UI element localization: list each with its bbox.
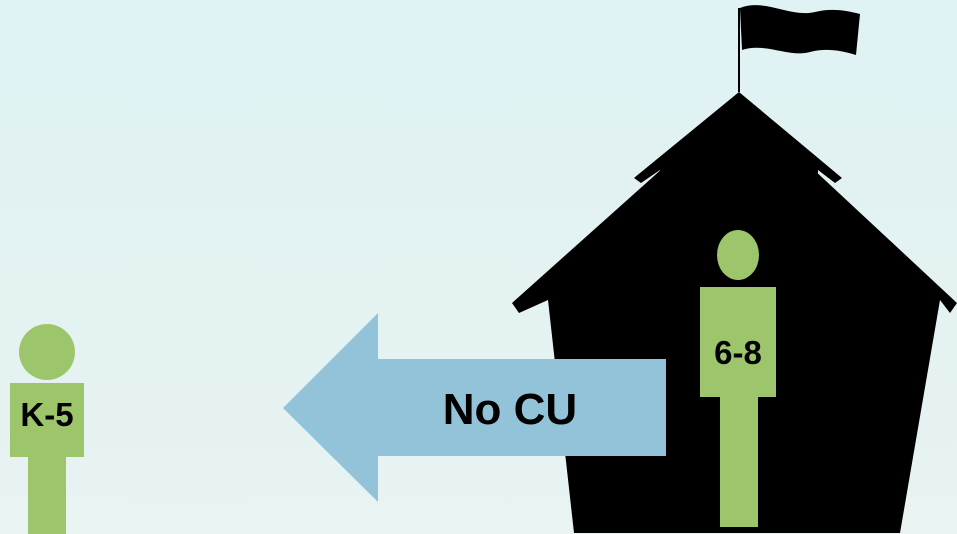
person-k5-leg [28,457,66,534]
k5-label: K-5 [20,396,74,433]
flag-icon [740,5,860,55]
person-k5 [10,324,84,534]
arrow-label: No CU [442,385,578,434]
person-6-8-body [700,287,776,397]
person-6-8 [700,230,776,527]
grade-6-8-label: 6-8 [714,334,762,371]
left-arrow-icon [283,313,666,502]
person-k5-body [10,383,84,457]
person-6-8-leg [720,397,758,527]
person-6-8-head [717,230,759,280]
person-k5-head [19,324,75,380]
